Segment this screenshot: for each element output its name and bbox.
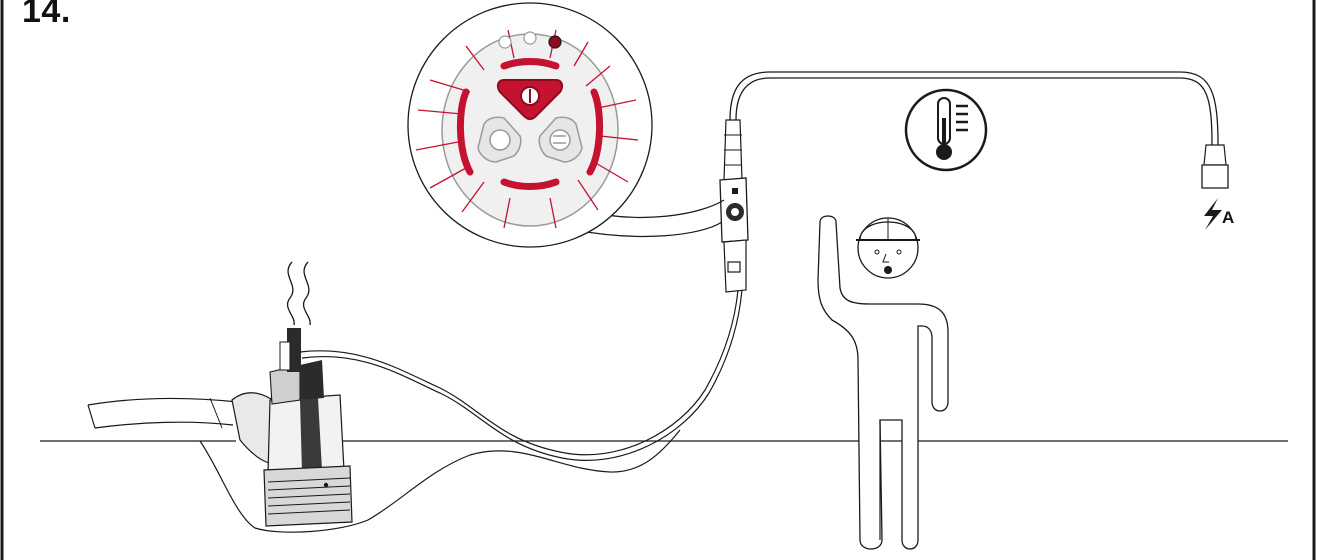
lightning-small-icon [523, 31, 537, 45]
power-plug-icon [1201, 144, 1229, 189]
inline-controller-icon [719, 119, 749, 293]
temperature-icon [904, 88, 988, 172]
wrench-icon [498, 35, 512, 49]
pump-icon [231, 328, 353, 527]
temperature-warning-icon [548, 35, 562, 49]
step-number: 14. [22, 0, 71, 30]
hard-hat-icon [856, 218, 920, 241]
lightning-icon [1204, 198, 1222, 230]
pump-cable [299, 289, 739, 456]
power-cable [729, 71, 1219, 146]
steam-icon [286, 261, 311, 326]
power-label: A [1222, 208, 1235, 227]
discharge-hose [87, 397, 239, 429]
control-panel-icon [407, 2, 725, 248]
worker-icon [817, 215, 949, 550]
water-pit-outline [199, 429, 681, 533]
